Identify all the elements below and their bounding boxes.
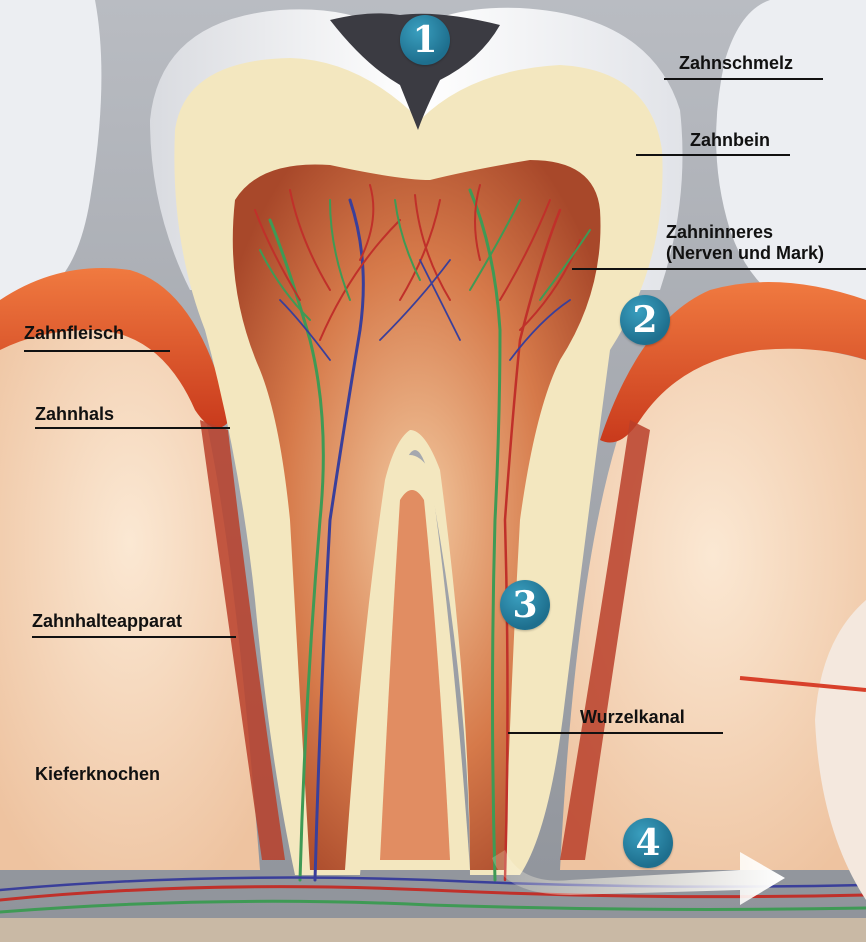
marker-4: 4 bbox=[623, 818, 673, 868]
marker-1: 1 bbox=[400, 15, 450, 65]
label-zahnfleisch: Zahnfleisch bbox=[24, 322, 124, 344]
label-zahninneres: Zahninneres bbox=[666, 222, 773, 243]
marker-3: 3 bbox=[500, 580, 550, 630]
bottom-tissue bbox=[0, 918, 866, 942]
label-zahnhals: Zahnhals bbox=[35, 403, 114, 425]
marker-2: 2 bbox=[620, 295, 670, 345]
label-zahnschmelz: Zahnschmelz bbox=[679, 52, 793, 74]
label-kieferknochen: Kieferknochen bbox=[35, 763, 160, 785]
label-zahnbein: Zahnbein bbox=[690, 129, 770, 151]
label-wurzelkanal: Wurzelkanal bbox=[580, 706, 685, 728]
label-zahnhalteapparat: Zahnhalteapparat bbox=[32, 610, 182, 632]
label-zahninneres-detail: (Nerven und Mark) bbox=[666, 243, 824, 264]
